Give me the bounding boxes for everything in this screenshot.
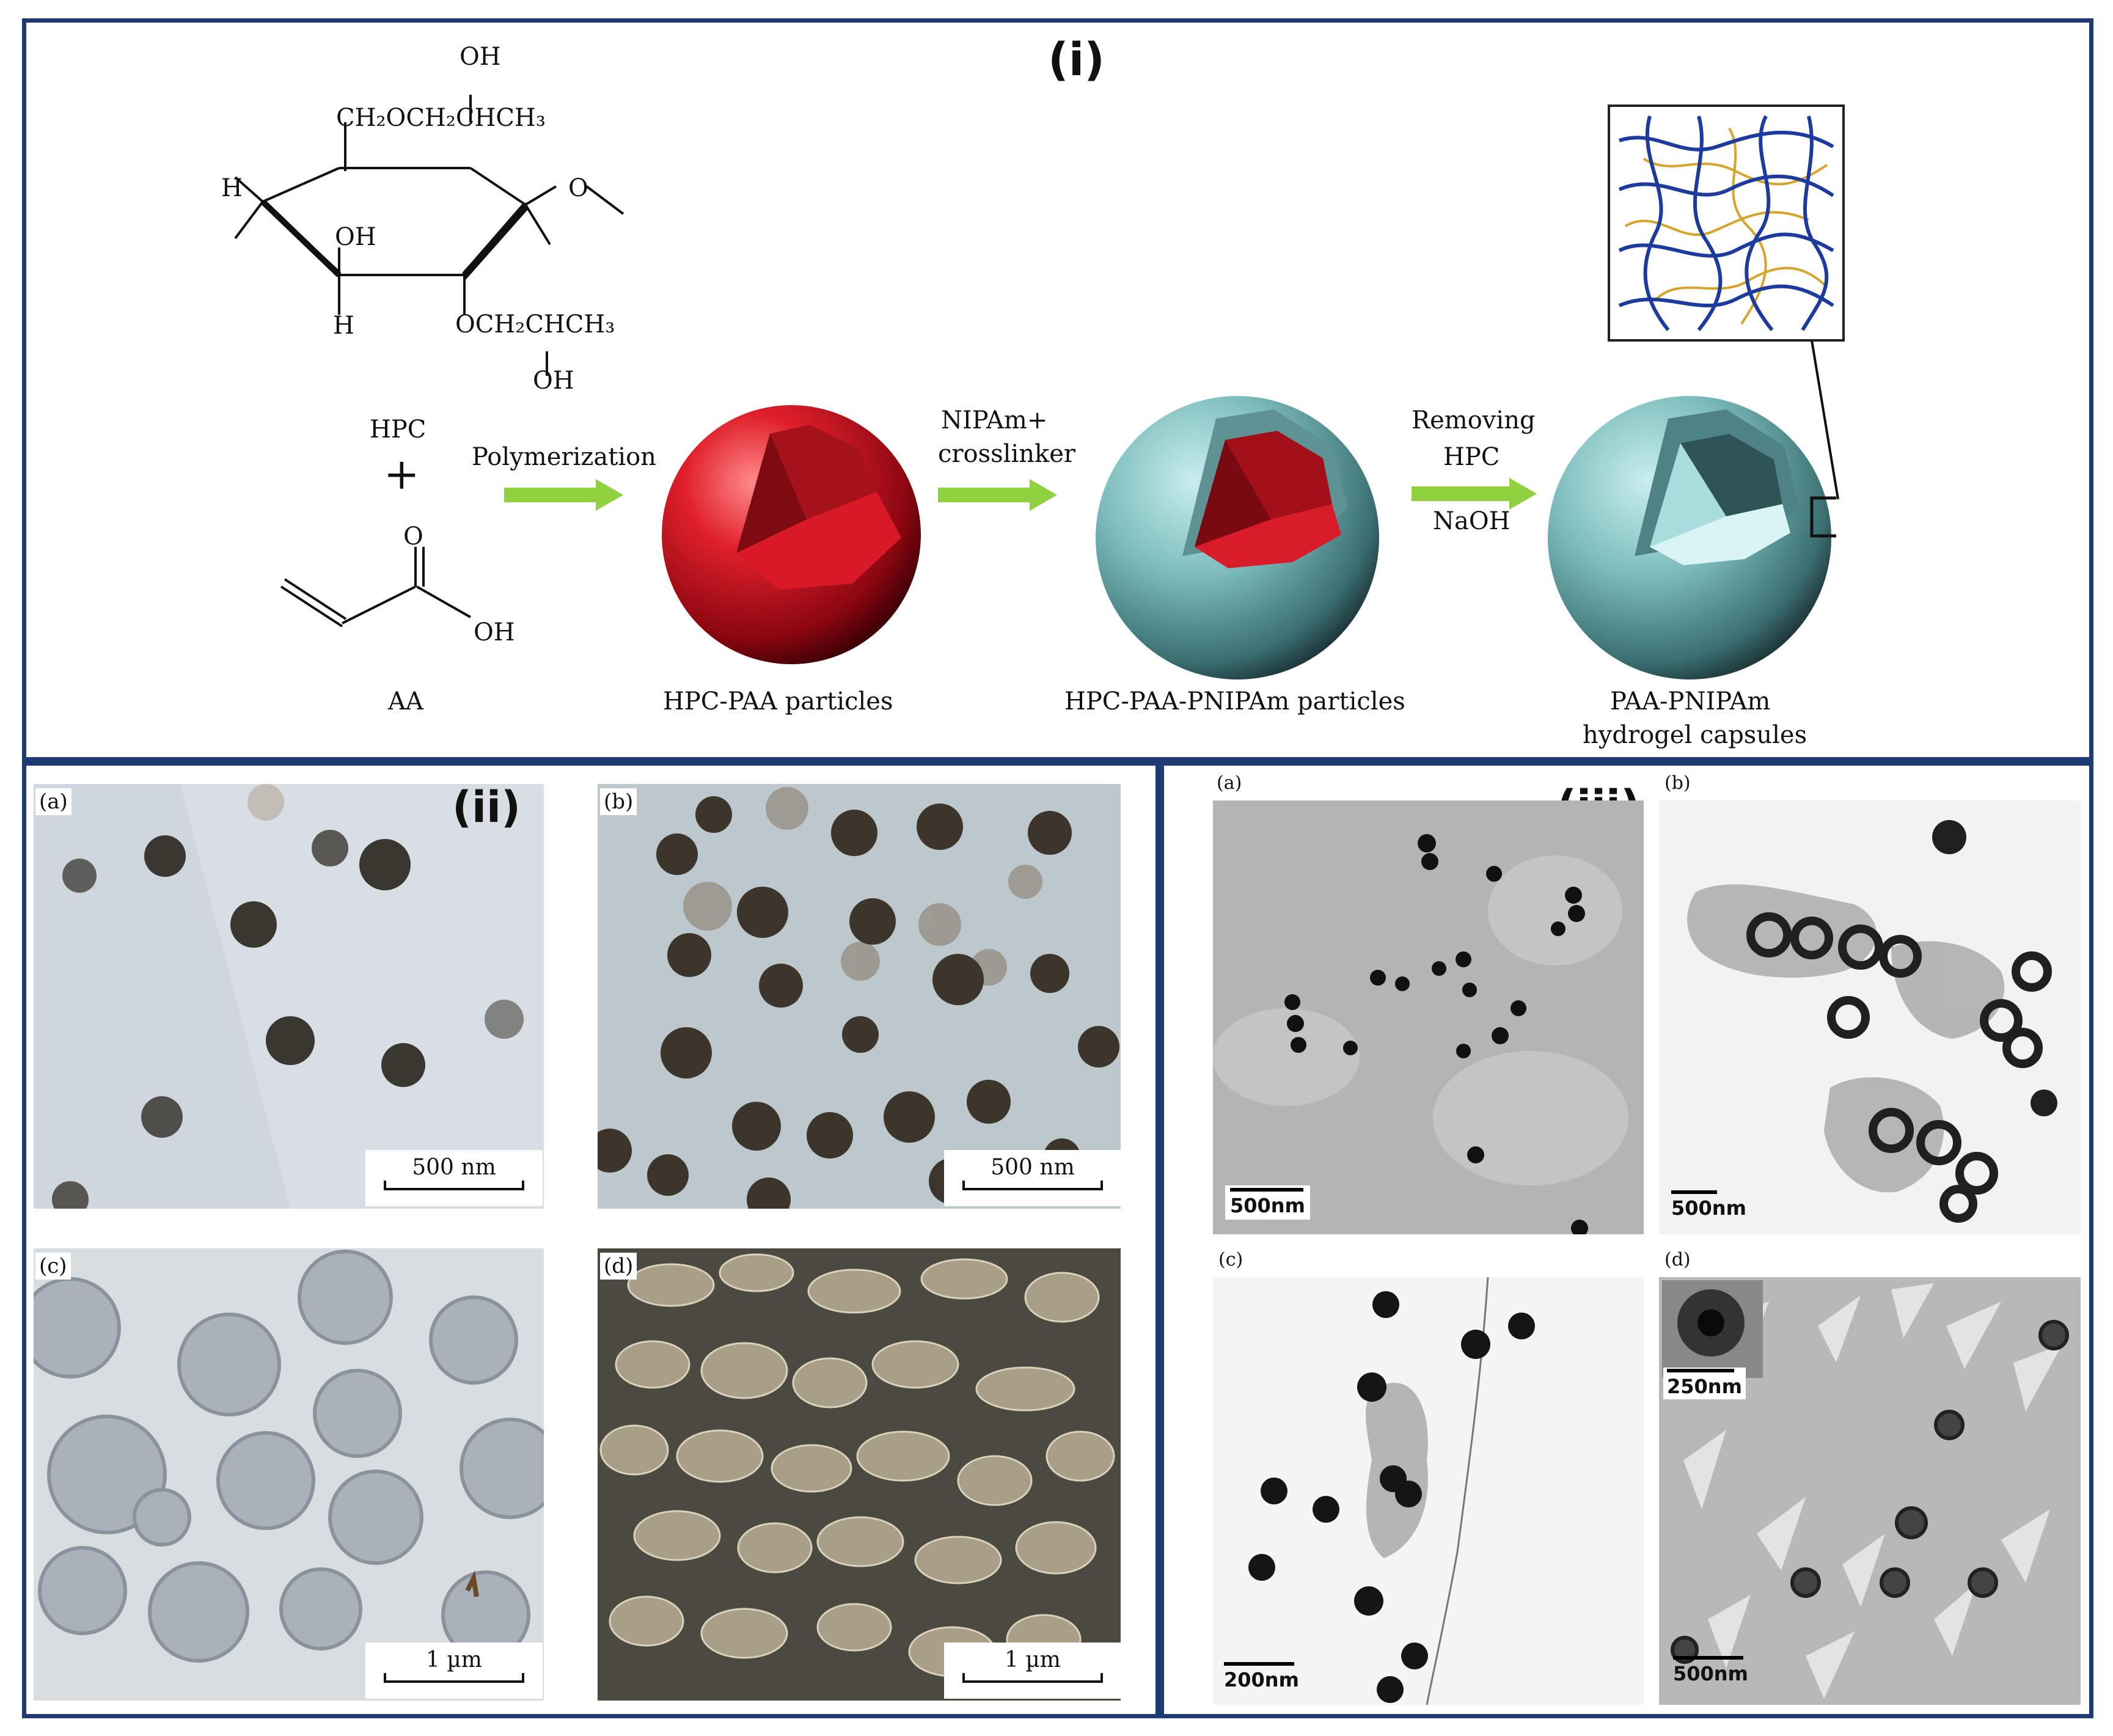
- chem-ch2och2chch3: CH₂OCH₂CHCH₃: [336, 104, 546, 132]
- network-inset: [1607, 104, 1845, 342]
- ii-c-micrograph: [34, 1248, 544, 1701]
- hpc-structure: [208, 37, 672, 403]
- iii-d-inset-scalebar: 250nm: [1663, 1368, 1746, 1399]
- iii-c-scale-text: 200nm: [1224, 1668, 1299, 1691]
- paa-pnipam-capsule: [1543, 391, 1836, 684]
- iii-a-scalebar: 500nm: [1225, 1185, 1310, 1220]
- iii-d-inset-scale-text: 250nm: [1667, 1375, 1742, 1398]
- chem-acid-oh: OH: [474, 618, 515, 646]
- reagent-hpc: HPC: [370, 416, 426, 444]
- ii-d-scale-text: 1 µm: [944, 1647, 1121, 1672]
- ii-b-letter: (b): [600, 788, 637, 815]
- product-hpc-paa: HPC-PAA particles: [663, 687, 893, 716]
- iii-a-scale-text: 500nm: [1230, 1194, 1305, 1217]
- ii-c-letter: (c): [35, 1253, 71, 1280]
- iii-a-micrograph: [1213, 800, 1644, 1234]
- ii-c-scale-text: 1 µm: [365, 1647, 543, 1672]
- iii-c-micrograph: [1213, 1277, 1644, 1705]
- iii-c-scalebar: 200nm: [1224, 1662, 1299, 1691]
- panel-ii-label: (ii): [452, 782, 521, 832]
- iii-b-micrograph: [1659, 800, 2081, 1234]
- arrow-removing-hpc: [1412, 475, 1540, 512]
- iii-c-letter: (c): [1215, 1248, 1247, 1272]
- ii-a-scalebar: 500 nm: [365, 1150, 543, 1206]
- ii-b-scalebar: 500 nm: [944, 1150, 1121, 1206]
- ii-d-scalebar: 1 µm: [944, 1643, 1121, 1699]
- ii-a-scale-text: 500 nm: [365, 1155, 543, 1180]
- product-capsules-line2: hydrogel capsules: [1583, 721, 1807, 749]
- iii-d-letter: (d): [1661, 1248, 1694, 1272]
- ii-a-micrograph: [34, 784, 544, 1209]
- product-hpc-paa-pnipam: HPC-PAA-PNIPAm particles: [1064, 687, 1405, 716]
- iii-b-letter: (b): [1661, 771, 1694, 795]
- chem-h-left: H: [221, 174, 243, 202]
- chem-oh-bottom: OH: [533, 367, 574, 395]
- arrow-nipam: [938, 477, 1060, 513]
- hpc-paa-sphere: [657, 400, 926, 669]
- arrow3-label-1: Removing: [1412, 406, 1536, 434]
- ii-c-scalebar: 1 µm: [365, 1643, 543, 1699]
- ii-b-scale-text: 500 nm: [944, 1155, 1121, 1180]
- chem-oh-top: OH: [460, 43, 501, 71]
- ii-a-letter: (a): [35, 788, 71, 815]
- reagent-plus: +: [384, 449, 420, 499]
- ii-d-letter: (d): [600, 1253, 637, 1280]
- iii-a-letter: (a): [1213, 771, 1245, 795]
- arrow2-label-2: crosslinker: [938, 440, 1075, 468]
- panel-i-label: (i): [1048, 34, 1105, 86]
- chem-oh-mid: OH: [335, 223, 376, 251]
- chem-carbonyl-o: O: [403, 522, 423, 551]
- iii-d-micrograph: [1659, 1277, 2081, 1705]
- iii-b-scalebar: 500nm: [1671, 1190, 1746, 1220]
- iii-d-scale-text: 500nm: [1673, 1662, 1748, 1685]
- arrow1-label: Polymerization: [472, 443, 656, 471]
- hpc-paa-pnipam-sphere: [1091, 391, 1384, 684]
- iii-d-scalebar: 500nm: [1673, 1656, 1748, 1685]
- reagent-aa: AA: [388, 687, 423, 716]
- ii-d-micrograph: [598, 1248, 1121, 1701]
- arrow2-label-1: NIPAm+: [941, 406, 1047, 434]
- product-capsules-line1: PAA-PNIPAm: [1610, 687, 1770, 716]
- chem-och2chch3: OCH₂CHCH₃: [455, 310, 615, 339]
- arrow3-label-2: HPC: [1443, 443, 1500, 471]
- inset-leader-line: [1809, 339, 1845, 504]
- ii-b-micrograph: [598, 784, 1121, 1209]
- arrow3-label-3: NaOH: [1433, 507, 1511, 535]
- chem-h-bottom: H: [333, 312, 354, 340]
- iii-b-scale-text: 500nm: [1671, 1196, 1746, 1220]
- arrow-polymerization: [504, 477, 626, 513]
- chem-o-methyl: O: [568, 174, 588, 202]
